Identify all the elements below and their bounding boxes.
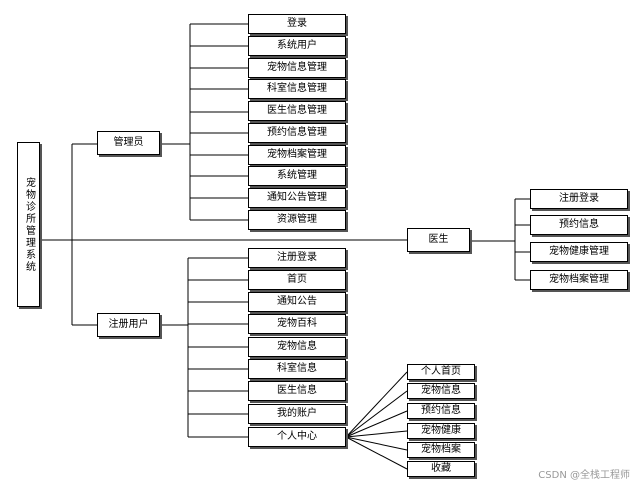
user-item-pet-info: 宠物信息 [248,337,346,357]
user-item-department-info: 科室信息 [248,359,346,379]
user-item-notice: 通知公告 [248,292,346,312]
admin-item-pet-records: 宠物档案管理 [248,145,346,165]
doctor-item-pet-records: 宠物档案管理 [530,270,628,290]
admin-item-pet-info: 宠物信息管理 [248,58,346,78]
user-node: 注册用户 [97,313,160,337]
admin-item-department-info: 科室信息管理 [248,79,346,99]
admin-item-login: 登录 [248,14,346,34]
center-item-personal-home: 个人首页 [407,364,475,380]
center-item-pet-records: 宠物档案 [407,442,475,458]
user-item-my-account: 我的账户 [248,404,346,424]
user-item-pet-encyclopedia: 宠物百科 [248,314,346,334]
doctor-node: 医生 [407,228,470,252]
user-item-register-login: 注册登录 [248,248,346,268]
center-item-appointment: 预约信息 [407,403,475,419]
center-item-pet-info: 宠物信息 [407,383,475,399]
user-item-personal-center: 个人中心 [248,427,346,447]
center-item-favorites: 收藏 [407,461,475,477]
user-item-home: 首页 [248,270,346,290]
watermark: CSDN @全栈工程师 [538,470,630,481]
admin-item-appointment-info: 预约信息管理 [248,123,346,143]
center-item-pet-health: 宠物健康 [407,423,475,439]
admin-item-system-users: 系统用户 [248,36,346,56]
user-item-doctor-info: 医生信息 [248,381,346,401]
admin-item-notice: 通知公告管理 [248,188,346,208]
admin-item-resources: 资源管理 [248,210,346,230]
root-node: 宠物诊所管理系统 [17,142,40,307]
admin-item-doctor-info: 医生信息管理 [248,101,346,121]
doctor-item-pet-health: 宠物健康管理 [530,242,628,262]
admin-node: 管理员 [97,131,160,155]
doctor-item-appointment: 预约信息 [530,215,628,235]
doctor-item-register-login: 注册登录 [530,189,628,209]
admin-item-system-management: 系统管理 [248,166,346,186]
